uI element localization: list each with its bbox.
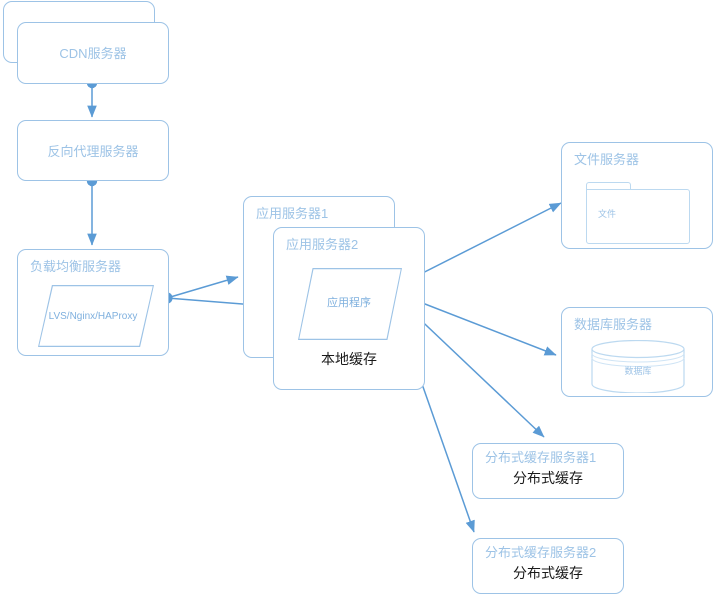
cache-server-2-node[interactable]: 分布式缓存服务器2 分布式缓存	[472, 538, 624, 594]
cache-server-2-label: 分布式缓存服务器2	[485, 545, 597, 560]
cdn-server-label: CDN服务器	[59, 46, 127, 61]
database-cylinder-label: 数据库	[624, 366, 652, 376]
file-server-node[interactable]: 文件服务器 文件	[561, 142, 713, 249]
load-balancer-software-label: LVS/Nginx/HAProxy	[48, 311, 138, 322]
cache-server-2-inner-label: 分布式缓存	[513, 565, 583, 581]
app-server-2-label: 应用服务器2	[286, 237, 359, 252]
cdn-server-node[interactable]: CDN服务器	[17, 22, 169, 84]
app-program-shape	[298, 268, 402, 340]
edge-lb-to-app1	[166, 275, 239, 299]
load-balancer-node[interactable]: 负载均衡服务器 LVS/Nginx/HAProxy	[17, 249, 169, 356]
app-program-label: 应用程序	[327, 297, 371, 309]
file-server-label: 文件服务器	[574, 152, 640, 167]
database-server-node[interactable]: 数据库服务器 数据库	[561, 307, 713, 397]
reverse-proxy-node[interactable]: 反向代理服务器	[17, 120, 169, 181]
folder-label: 文件	[598, 209, 617, 219]
cache-server-1-inner-label: 分布式缓存	[513, 470, 583, 486]
local-cache-label: 本地缓存	[321, 351, 377, 367]
app-server-2-node[interactable]: 应用服务器2 应用程序 本地缓存	[273, 227, 425, 390]
database-server-label: 数据库服务器	[574, 317, 653, 332]
database-cylinder-icon: 数据库	[591, 339, 685, 394]
cache-server-1-node[interactable]: 分布式缓存服务器1 分布式缓存	[472, 443, 624, 499]
reverse-proxy-label: 反向代理服务器	[47, 144, 139, 159]
load-balancer-label: 负载均衡服务器	[30, 259, 122, 274]
load-balancer-software-shape	[38, 285, 154, 347]
folder-icon: 文件	[586, 182, 690, 244]
cache-server-1-label: 分布式缓存服务器1	[485, 450, 597, 465]
app-server-1-label: 应用服务器1	[256, 206, 329, 221]
